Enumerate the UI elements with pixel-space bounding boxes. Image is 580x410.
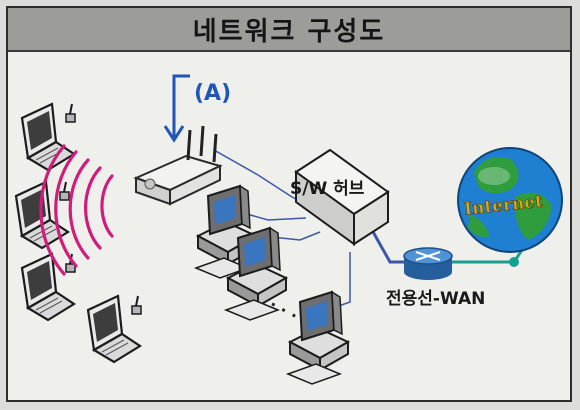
cable-switch-to-router	[370, 229, 404, 264]
switch-hub-label: S/W 허브	[290, 179, 365, 199]
globe-icon	[457, 147, 563, 253]
title-bar: 네트워크 구성도	[8, 8, 570, 52]
wireless-signal-icon	[39, 144, 114, 276]
laptop-icon	[20, 252, 77, 322]
laptop-icon	[86, 294, 143, 364]
leased-line-wan-label: 전용선-WAN	[386, 289, 485, 309]
diagram-title: 네트워크 구성도	[192, 16, 386, 47]
annotation-arrow-icon	[163, 74, 190, 143]
annotation-a-label: (A)	[194, 81, 231, 106]
laptop-icon	[20, 102, 77, 172]
router-icon	[403, 247, 453, 280]
wireless-access-point-icon	[133, 125, 223, 206]
switch-hub-icon	[294, 148, 390, 246]
cable-endpoint-dot	[509, 257, 519, 267]
